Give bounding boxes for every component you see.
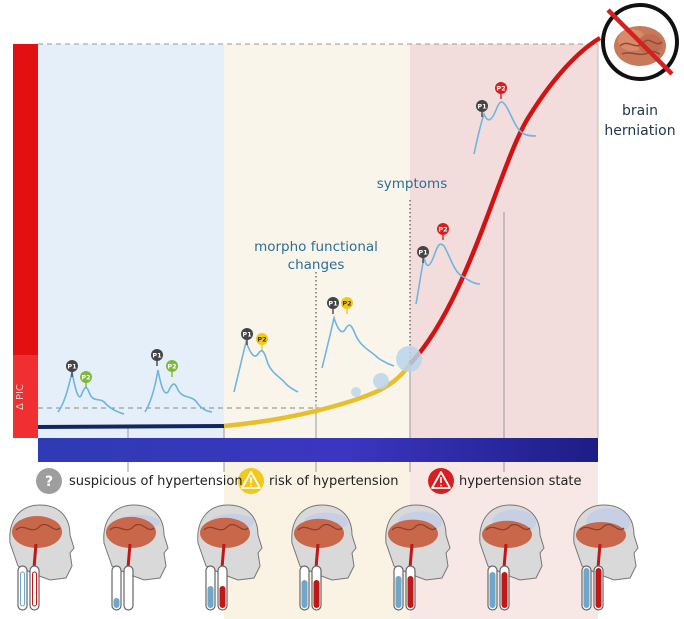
brain-herniation-icon (601, 3, 679, 81)
p2-marker-4-text: P2 (342, 300, 351, 308)
alert-icon-triangle (431, 471, 451, 489)
p2-marker-1: P2 (80, 371, 92, 388)
question-icon (36, 468, 62, 494)
transition-dot-medium (373, 373, 389, 389)
question-icon-glyph: ? (45, 474, 53, 490)
p2-marker-3: P2 (256, 333, 268, 350)
p2-marker-1-text: P2 (81, 374, 90, 382)
head-illustration-2 (103, 504, 169, 611)
morpho-line-1: morpho functional (254, 239, 378, 255)
curve-risk (223, 362, 412, 429)
head-illustration-6 (479, 504, 545, 611)
p1-marker-4-text: P1 (328, 300, 338, 308)
transition-dot-small (351, 387, 361, 397)
timeline-bar (38, 438, 598, 462)
symptoms-annotation: symptoms (376, 176, 448, 192)
p2-marker-5: P2 (437, 223, 449, 240)
p1-marker-1: P1 (66, 360, 78, 377)
phase-risk-bg (224, 44, 410, 438)
morpho-line-2: changes (287, 257, 345, 273)
p2-marker-3-text: P2 (257, 336, 266, 344)
p2-marker-6: P2 (495, 82, 507, 99)
icp-axis-bar-light (13, 355, 38, 438)
head-illustration-5 (385, 504, 451, 611)
p1-marker-2-text: P1 (152, 352, 162, 360)
p1-marker-6: P1 (476, 100, 488, 117)
p1-marker-2: P1 (151, 349, 163, 366)
warning-icon-triangle (241, 471, 261, 489)
p2-marker-2: P2 (166, 360, 178, 377)
p1-marker-5: P1 (417, 246, 429, 263)
p2-marker-5-text: P2 (438, 226, 447, 234)
p2-marker-4: P2 (341, 297, 353, 314)
legend-hypertension-label: hypertension state (459, 474, 582, 489)
waveform-2 (144, 369, 213, 413)
herniation-line-2: herniation (604, 123, 676, 139)
p2-marker-6-text: P2 (496, 85, 505, 93)
p1-marker-3-text: P1 (242, 331, 252, 339)
legend-risk-label: risk of hypertension (269, 474, 399, 489)
head-illustration-7 (573, 504, 639, 611)
head-illustration-4 (291, 504, 357, 611)
head-illustration-3 (197, 504, 263, 611)
waveform-3 (233, 339, 299, 393)
transition-dot-large (396, 346, 422, 372)
curve-hypertension (408, 36, 602, 366)
p2-marker-2-text: P2 (167, 363, 176, 371)
p1-marker-5-text: P1 (418, 249, 428, 257)
p1-marker-4: P1 (327, 297, 339, 314)
waveform-6 (473, 101, 537, 155)
waveform-4 (321, 315, 395, 369)
waveform-1 (57, 371, 125, 415)
head-illustrations (9, 504, 639, 611)
p1-marker-6-text: P1 (477, 103, 487, 111)
icp-axis-label: Δ PIC (15, 384, 26, 410)
head-illustration-1 (9, 504, 75, 611)
curve-normal (37, 424, 225, 429)
phase-normal-bg (38, 44, 224, 438)
morpho-functional-annotation: morpho functional changes (246, 238, 386, 274)
herniation-line-1: brain (622, 103, 658, 119)
p1-marker-3: P1 (241, 328, 253, 345)
p1-marker-1-text: P1 (67, 363, 77, 371)
brain-herniation-annotation: brain herniation (596, 101, 684, 141)
legend-suspicious-label: suspicious of hypertension (69, 474, 243, 489)
